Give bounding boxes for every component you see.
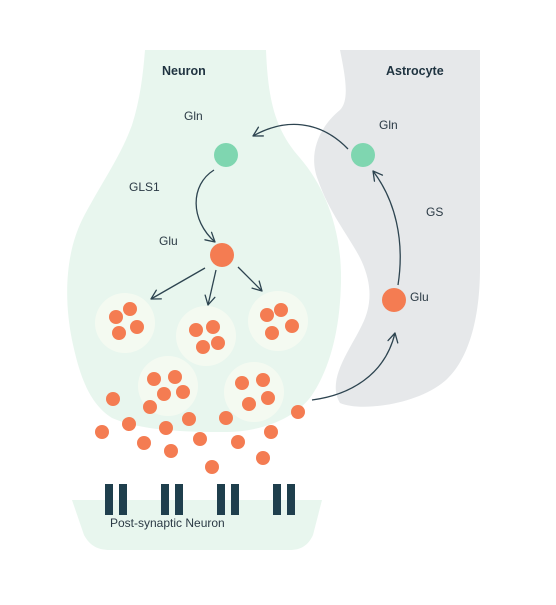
glutamate-molecule	[291, 405, 305, 419]
receptor-bar	[105, 484, 113, 515]
receptor-bar	[175, 484, 183, 515]
arrow-glu-to-vesicle-left	[150, 267, 206, 300]
arrow-gln-to-glu-gls1	[195, 169, 216, 243]
post-synaptic-neuron-label: Post-synaptic Neuron	[110, 516, 225, 530]
receptor-bar	[217, 484, 225, 515]
astrocyte-title: Astrocyte	[386, 64, 444, 78]
neuron-gln-label: Gln	[184, 109, 203, 123]
vesicle	[248, 291, 308, 351]
post-synaptic-neuron-cell	[72, 500, 322, 550]
glutamate-molecule	[219, 411, 233, 425]
glutamate-molecule	[182, 412, 196, 426]
astrocyte-glutamine-molecule	[351, 143, 375, 167]
presynaptic-neuron-cell	[67, 50, 342, 432]
vesicle	[176, 306, 236, 366]
gs-enzyme-label: GS	[426, 205, 443, 219]
neuron-title: Neuron	[162, 64, 206, 78]
glutamate-molecule	[231, 435, 245, 449]
vesicle-group	[95, 291, 308, 422]
astrocyte-glu-label: Glu	[410, 290, 429, 304]
vesicle	[224, 362, 284, 422]
arrow-glu-to-gln-gs	[372, 170, 401, 286]
receptor-bar	[119, 484, 127, 515]
glutamate-molecule	[159, 421, 173, 435]
neuron-glu-label: Glu	[159, 234, 178, 248]
arrow-group	[150, 123, 401, 401]
glutamate-molecule	[205, 460, 219, 474]
glutamate-molecule	[143, 400, 157, 414]
arrow-glu-to-vesicle-middle	[204, 269, 217, 306]
arrow-cleft-glu-to-astrocyte	[311, 332, 399, 401]
glutamate-molecule	[264, 425, 278, 439]
vesicle	[95, 293, 155, 353]
receptor-group	[105, 484, 295, 515]
receptor-bar	[287, 484, 295, 515]
glutamate-molecule	[122, 417, 136, 431]
receptor-bar	[273, 484, 281, 515]
neuron-glutamine-molecule	[214, 143, 238, 167]
glutamate-molecule	[193, 432, 207, 446]
astrocyte-glutamate-molecule	[382, 288, 406, 312]
neuron-glutamate-molecule	[210, 243, 234, 267]
arrow-astrocyte-gln-to-neuron	[252, 123, 349, 150]
receptor-bar	[231, 484, 239, 515]
receptor-bar	[161, 484, 169, 515]
released-glutamate-group	[95, 392, 305, 474]
astrocyte-gln-label: Gln	[379, 118, 398, 132]
glutamate-molecule	[95, 425, 109, 439]
glutamate-molecule	[137, 436, 151, 450]
arrow-glu-to-vesicle-right	[237, 266, 263, 292]
glutamate-molecule	[256, 451, 270, 465]
glutamate-molecule	[106, 392, 120, 406]
gls1-enzyme-label: GLS1	[129, 180, 160, 194]
glutamate-molecule	[164, 444, 178, 458]
